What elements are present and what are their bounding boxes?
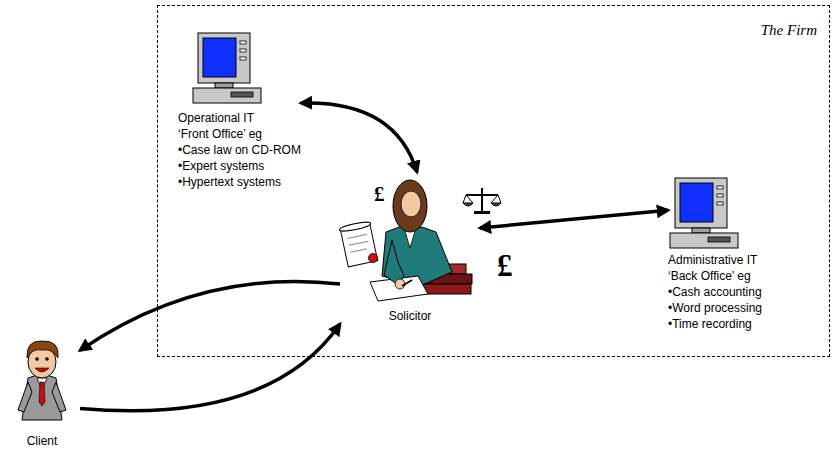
node-item: •Case law on CD-ROM [178, 142, 301, 158]
currency-symbol: £ [497, 250, 513, 281]
node-heading: Client [4, 433, 80, 449]
firm-boundary: The FirmOperational IT ‘Front Office’ eg… [157, 5, 830, 357]
flow-arrow [80, 324, 340, 411]
node-item: •Word processing [668, 300, 818, 316]
client-node: Client [4, 333, 80, 449]
currency-symbol: £ [374, 184, 385, 205]
region-title: The Firm [761, 22, 817, 38]
node-item: •Expert systems [178, 158, 301, 174]
solicitor-node: Solicitor [340, 172, 480, 332]
solicitor-figure [339, 180, 501, 301]
client-figure [18, 341, 66, 420]
node-heading: Solicitor [340, 308, 480, 324]
back-office-computer [670, 178, 738, 248]
flow-arrow [301, 103, 417, 172]
node-item: •Hypertext systems [178, 174, 301, 190]
node-item: •Time recording [668, 316, 818, 332]
back-office-system: Administrative IT ‘Back Office’ eg•Cash … [668, 176, 818, 332]
flow-arrow [480, 210, 668, 228]
front-office-system: Operational IT ‘Front Office’ eg•Case la… [178, 32, 301, 190]
flow-arrow [80, 281, 340, 350]
node-item: •Cash accounting [668, 284, 818, 300]
front-office-computer [193, 33, 261, 103]
node-heading: Administrative IT ‘Back Office’ eg [668, 252, 778, 284]
node-heading: Operational IT ‘Front Office’ eg [178, 110, 278, 142]
